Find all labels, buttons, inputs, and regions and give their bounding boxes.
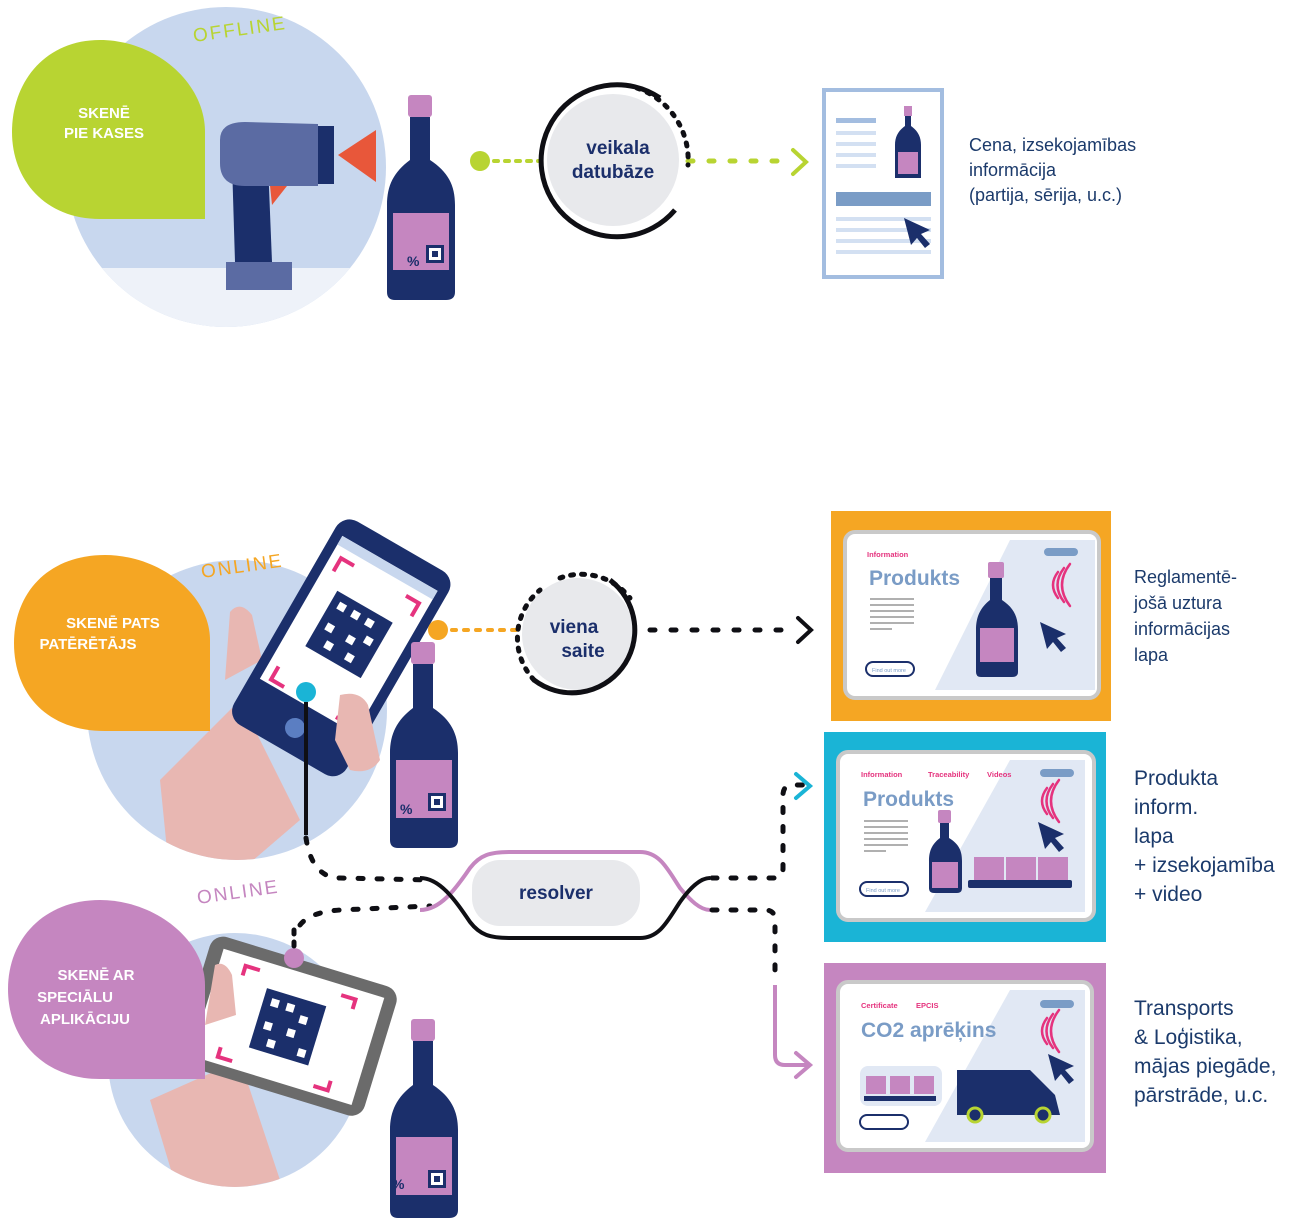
logistics-description: Transports & Loģistika, mājas piegāde, p… [1134,994,1276,1110]
app-bubble-line3: APLIKĀCIJU [40,1011,130,1028]
cursor-icon [1040,622,1066,652]
output-screen-traceability [824,732,1106,942]
screen2-button: Find out more [866,888,900,894]
arrow-right-icon [794,1051,814,1079]
app-bubble-line1: SKENĒ AR [58,967,135,984]
nutrition-description-line2: jošā uztura [1134,593,1223,613]
screen3-tab-epcis: EPCIS [916,1001,939,1010]
offline-description-line3: (partija, sērija, u.c.) [969,185,1123,205]
single-link-line2: saite [561,641,604,662]
offline-bubble-line1: SKENĒ [78,105,130,122]
bottle-percent-label: % [400,801,413,817]
cursor-icon [1048,1054,1074,1084]
traceability-description-line5: + video [1134,883,1203,906]
offline-bubble-line2: PIE KASES [64,125,144,142]
offline-description-line1: Cena, izsekojamības [969,135,1137,155]
nfc-signal-icon [1051,562,1072,608]
traceability-description-line3: lapa [1134,825,1174,848]
traceability-description-line1: Produkta [1134,767,1219,790]
arrow-right-icon [791,148,809,176]
barcode-scanner-icon [220,122,376,290]
nutrition-description-line3: informācijas [1134,619,1231,639]
consumer-resolver-dot [296,682,316,702]
screen1-tab-information: Information [867,550,909,559]
store-database-line1: veikala [586,138,650,159]
arrow-right-icon [796,616,814,644]
logistics-description-line4: pārstrāde, u.c. [1134,1084,1269,1107]
nfc-signal-icon [1040,1008,1061,1054]
single-link-node [514,571,638,696]
consumer-bubble [14,555,210,731]
logistics-description-line3: mājas piegāde, [1134,1055,1277,1078]
traceability-description: Produkta inform. lapa + izsekojamība + v… [1134,764,1275,909]
app-bubble [8,900,205,1079]
nutrition-description-line1: Reglamentē- [1134,567,1238,587]
cursor-icon [1038,822,1064,852]
delivery-van-icon [957,1070,1060,1115]
screen2-tab-traceability: Traceability [928,770,970,779]
logistics-description-line2: & Loģistika, [1134,1026,1243,1049]
nutrition-description: Reglamentē- jošā uztura informācijas lap… [1134,564,1237,668]
screen2-tab-videos: Videos [987,770,1011,779]
store-database-node [538,82,691,240]
cursor-icon [904,218,930,248]
traceability-description-line2: inform. [1134,796,1199,819]
wine-bottle-icon [390,642,458,848]
product-info-document-icon [822,88,944,279]
nfc-signal-icon [1040,778,1061,824]
store-database-line2: datubāze [572,162,654,183]
consumer-bubble-line1: SKENĒ PATS [66,615,160,632]
resolver-label: resolver [519,883,594,904]
screen3-tab-certificate: Certificate [861,1001,898,1010]
bottle-percent-label: % [392,1176,405,1192]
traceability-description-line4: + izsekojamība [1134,854,1275,877]
offline-start-dot [470,151,490,171]
wine-bottle-icon [390,1019,458,1218]
output-screen-nutrition [831,511,1111,721]
nutrition-description-line4: lapa [1134,645,1169,665]
output-screen-logistics [824,963,1106,1173]
app-scene [108,933,397,1187]
offline-description: Cena, izsekojamības informācija (partija… [969,133,1136,208]
consumer-start-dot [428,620,448,640]
single-link-line1: viena [550,617,599,638]
app-resolver-dot [284,948,304,968]
wine-bottle-icon [387,95,455,300]
consumer-bubble-line2: PATĒRĒTĀJS [40,636,137,653]
offline-description-line2: informācija [969,160,1057,180]
logistics-description-line1: Transports [1134,997,1234,1020]
app-bubble-line2: SPECIĀLU [37,989,113,1006]
bottle-percent-label: % [407,253,420,269]
arrow-right-icon [794,772,814,800]
screen1-title: Produkts [869,567,960,590]
offline-bubble [12,40,205,219]
screen2-title: Produkts [863,788,954,811]
app-mode-label: ONLINE [196,877,281,909]
screen3-title: CO2 aprēķins [861,1019,996,1042]
resolver-node [419,850,711,940]
screen2-tab-information: Information [861,770,903,779]
screen1-button: Find out more [872,668,906,674]
